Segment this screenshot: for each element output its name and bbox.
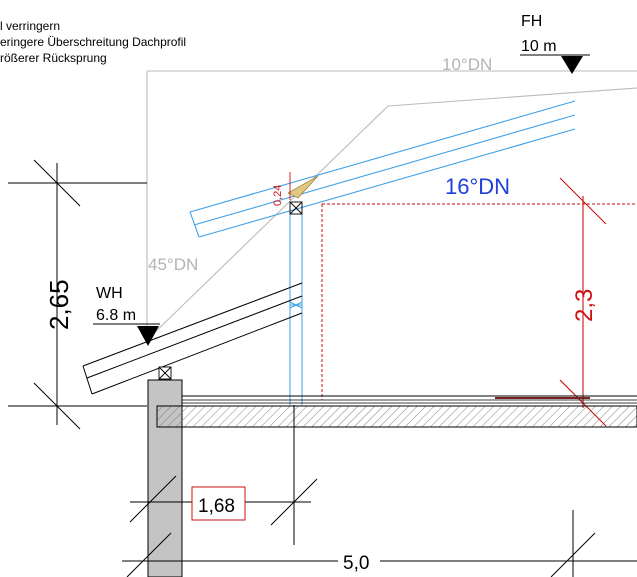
- small-offset-label: 0,24: [272, 185, 284, 206]
- wall-plate-icon: [158, 366, 172, 380]
- ridge-height-value: 10 m: [521, 38, 557, 55]
- notes-block: l verringern eringere Überschreitung Dac…: [0, 19, 186, 65]
- eave-height-value: 6.8 m: [96, 307, 136, 324]
- steep-pitch-label: 45°DN: [148, 255, 198, 274]
- note-line-1: l verringern: [0, 19, 60, 33]
- setback-label-box: [191, 486, 246, 521]
- roof-profile: [146, 70, 637, 341]
- setback-label: 1,68: [198, 496, 235, 517]
- ridge-height-label: FH: [521, 13, 542, 30]
- clear-height-label: 2,3: [571, 289, 598, 322]
- room-boundary: [321, 203, 637, 400]
- note-line-2: eringere Überschreitung Dachprofil: [0, 35, 186, 49]
- width-label: 5,0: [343, 553, 369, 574]
- rafter-offset-wedge: [287, 175, 319, 199]
- lower-roof: [82, 282, 303, 395]
- eave-height-marker: WH 6.8 m: [93, 285, 160, 346]
- ridge-height-marker: FH 10 m: [520, 13, 590, 74]
- post-connector-icon: [289, 201, 303, 215]
- wall-height-dimension: [8, 159, 147, 430]
- floor-slab: [156, 395, 637, 428]
- upper-rafter: [189, 100, 576, 238]
- post: [289, 204, 303, 405]
- main-pitch-label: 16°DN: [445, 174, 510, 199]
- note-line-3: rößerer Rücksprung: [0, 51, 107, 65]
- ridge-pitch-label: 10°DN: [442, 55, 492, 74]
- eave-height-label: WH: [96, 285, 123, 302]
- wall-height-label: 2,65: [44, 279, 74, 330]
